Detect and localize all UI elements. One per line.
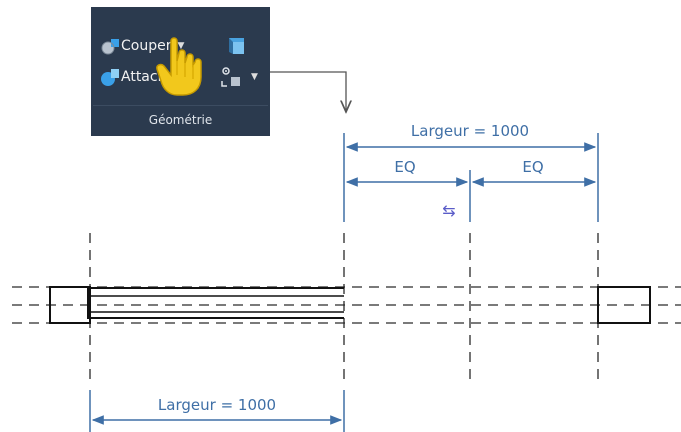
- split-face-icon: [221, 67, 240, 87]
- split-face-button[interactable]: ▼: [219, 65, 258, 89]
- wall-joins-icon: [229, 38, 244, 54]
- dim-label-eq-right: EQ: [522, 158, 543, 176]
- flip-orientation-icon[interactable]: ⇆: [442, 201, 455, 220]
- wall-joins-button[interactable]: [225, 36, 247, 56]
- wall-segment[interactable]: [87, 287, 344, 319]
- cut-button-label: Couper: [121, 38, 172, 54]
- cut-button[interactable]: Couper ▼: [99, 36, 184, 56]
- dimension-bottom[interactable]: Largeur = 1000: [89, 390, 345, 432]
- walls: [49, 286, 651, 324]
- cut-dropdown-arrow-icon[interactable]: ▼: [177, 41, 185, 51]
- cut-geometry-icon: [101, 39, 119, 55]
- wall-right-end[interactable]: [597, 286, 651, 324]
- geometry-ribbon-panel: Couper ▼ Attacher ▼ Géométrie: [91, 7, 270, 136]
- pointer-hand-cursor-icon: [156, 37, 202, 96]
- dim-label-eq-left: EQ: [394, 158, 415, 176]
- dimension-top[interactable]: Largeur = 1000: [343, 122, 599, 222]
- attach-geometry-icon: [101, 69, 119, 86]
- wall-left-end[interactable]: [49, 286, 91, 324]
- leader-arrow: [270, 71, 346, 112]
- panel-separator: [93, 105, 268, 106]
- dim-label-total: Largeur = 1000: [411, 122, 529, 140]
- dimension-eq[interactable]: EQ EQ: [345, 158, 597, 222]
- panel-title: Géométrie: [148, 113, 213, 127]
- dim-label-bottom: Largeur = 1000: [158, 396, 276, 414]
- reference-lines: [12, 233, 681, 385]
- split-face-dropdown-arrow-icon[interactable]: ▼: [251, 72, 258, 82]
